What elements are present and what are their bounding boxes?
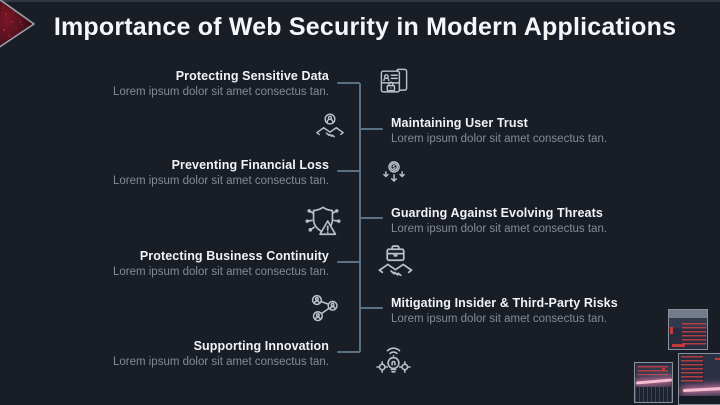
code-lines bbox=[681, 356, 703, 383]
timeline-connector bbox=[337, 170, 360, 172]
briefcase-handshake-icon bbox=[373, 241, 418, 285]
red-accent bbox=[670, 327, 673, 334]
item-description: Lorem ipsum dolor sit amet consectus tan… bbox=[391, 133, 608, 145]
item-description: Lorem ipsum dolor sit amet consectus tan… bbox=[391, 313, 608, 325]
item-description: Lorem ipsum dolor sit amet consectus tan… bbox=[112, 356, 329, 368]
item-description: Lorem ipsum dolor sit amet consectus tan… bbox=[112, 86, 329, 98]
timeline-connector bbox=[337, 351, 360, 353]
timeline-connector bbox=[359, 217, 383, 219]
money-loss-arrows-icon: $ bbox=[376, 156, 412, 194]
timeline-connector bbox=[359, 307, 383, 309]
timeline-item: Protecting Sensitive Data Lorem ipsum do… bbox=[59, 68, 329, 99]
code-lines bbox=[638, 366, 668, 375]
timeline-item: Protecting Business Continuity Lorem ips… bbox=[59, 248, 329, 279]
shield-threat-icon bbox=[302, 200, 344, 242]
item-title: Protecting Business Continuity bbox=[139, 249, 329, 263]
page-title: Importance of Web Security in Modern App… bbox=[53, 13, 677, 41]
item-title: Supporting Innovation bbox=[193, 339, 329, 353]
timeline-item: Guarding Against Evolving Threats Lorem … bbox=[391, 205, 676, 236]
item-title: Preventing Financial Loss bbox=[171, 158, 329, 172]
item-description: Lorem ipsum dolor sit amet consectus tan… bbox=[112, 266, 329, 278]
item-description: Lorem ipsum dolor sit amet consectus tan… bbox=[112, 175, 329, 187]
desk-shadow bbox=[679, 396, 720, 404]
timeline-item: Supporting Innovation Lorem ipsum dolor … bbox=[59, 338, 329, 369]
laptop-keyboard bbox=[635, 387, 672, 402]
monitor-body bbox=[704, 354, 720, 404]
red-accent bbox=[715, 358, 720, 360]
timeline-connector bbox=[337, 261, 360, 263]
svg-text:$: $ bbox=[392, 165, 396, 171]
item-description: Lorem ipsum dolor sit amet consectus tan… bbox=[391, 223, 608, 235]
timeline-item: Preventing Financial Loss Lorem ipsum do… bbox=[59, 157, 329, 188]
timeline-item: Mitigating Insider & Third-Party Risks L… bbox=[391, 295, 676, 326]
timeline-connector bbox=[337, 82, 360, 84]
item-title: Protecting Sensitive Data bbox=[175, 69, 329, 83]
red-accent bbox=[672, 344, 685, 347]
item-title: Maintaining User Trust bbox=[391, 116, 528, 130]
item-title: Mitigating Insider & Third-Party Risks bbox=[391, 296, 618, 310]
code-screen-photo bbox=[668, 309, 708, 350]
red-arrow-logo bbox=[0, 0, 36, 48]
secure-document-lock-icon bbox=[376, 64, 412, 100]
idea-bulb-gear-icon bbox=[372, 342, 415, 382]
trust-handshake-icon bbox=[312, 110, 348, 148]
laptop-glow-photo bbox=[634, 362, 673, 403]
timeline-connector bbox=[359, 128, 383, 130]
item-title: Guarding Against Evolving Threats bbox=[391, 206, 603, 220]
code-lines bbox=[682, 323, 706, 345]
pink-glow bbox=[635, 378, 672, 385]
timeline-item: Maintaining User Trust Lorem ipsum dolor… bbox=[391, 115, 676, 146]
monitor-glow-photo bbox=[678, 353, 720, 405]
people-network-icon bbox=[306, 290, 344, 330]
red-accent bbox=[662, 368, 665, 370]
slide-top-edge bbox=[0, 0, 720, 2]
